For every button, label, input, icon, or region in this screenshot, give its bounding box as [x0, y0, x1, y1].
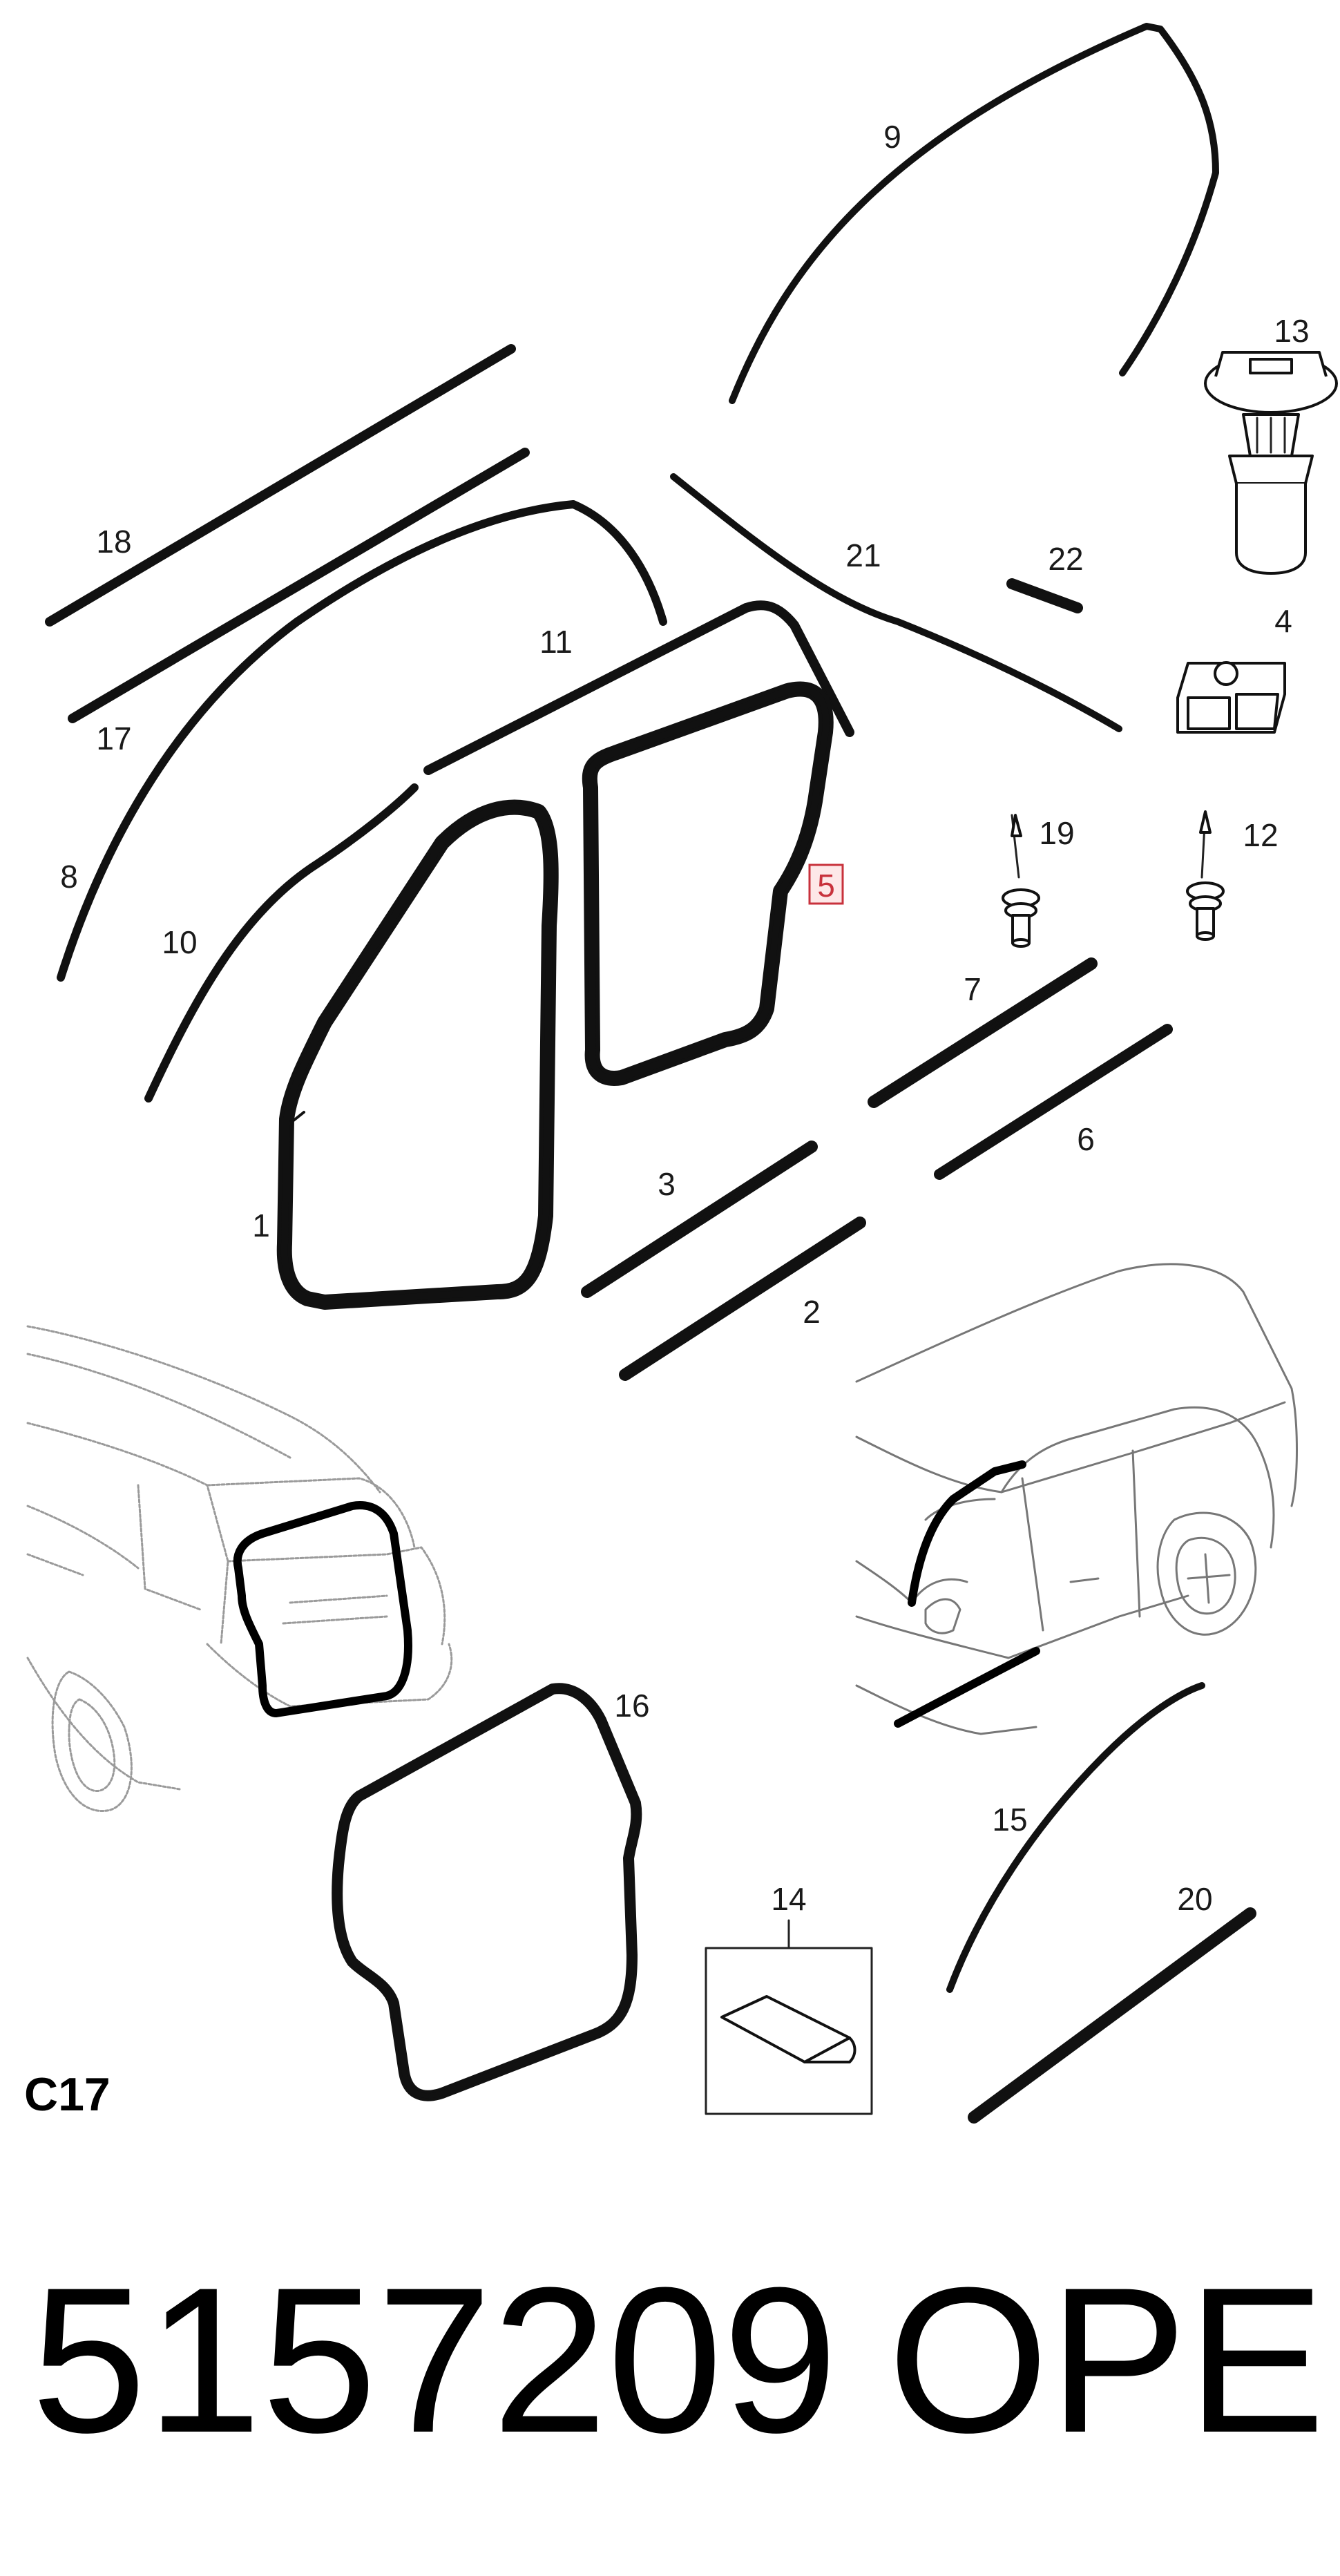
part-11-seal	[423, 600, 854, 775]
part-3-belt-molding	[581, 1141, 818, 1298]
part-17-strip	[68, 448, 530, 723]
callout-8: 8	[60, 859, 78, 895]
part-12-rivet	[1186, 810, 1225, 941]
callout-7: 7	[964, 971, 982, 1007]
part-20-molding	[968, 1907, 1256, 2124]
part-22-clip-strip	[1006, 578, 1083, 613]
callout-1: 1	[252, 1208, 270, 1243]
callout-15: 15	[992, 1802, 1027, 1838]
part-19-rivet	[1002, 814, 1040, 948]
part-16-tailgate-seal	[332, 1683, 642, 2101]
callout-9: 9	[883, 119, 901, 155]
part-6-molding	[934, 1024, 1173, 1180]
part-1-door-seal	[276, 799, 559, 1310]
callout-13: 13	[1274, 313, 1309, 349]
part-2-molding	[619, 1217, 866, 1381]
callout-19: 19	[1039, 815, 1074, 851]
part-4-clip	[1176, 661, 1286, 734]
callout-21: 21	[845, 537, 881, 573]
part-number: 5157209	[31, 2244, 838, 2476]
part-18-strip	[45, 344, 516, 627]
callout-11: 11	[539, 624, 573, 660]
part-5-rear-door-seal	[582, 681, 834, 1086]
part-15-molding	[946, 1682, 1205, 1993]
part-8-molding	[57, 500, 667, 982]
callout-3: 3	[658, 1166, 676, 1202]
callout-18: 18	[96, 524, 131, 560]
part-13-push-clip	[1204, 351, 1338, 575]
callout-10: 10	[162, 924, 197, 960]
part-10-molding	[144, 783, 419, 1103]
car-rear-view-illustration	[26, 1325, 453, 1812]
section-code: C17	[24, 2068, 111, 2121]
callout-14: 14	[771, 1881, 806, 1917]
callout-20: 20	[1177, 1881, 1212, 1917]
callout-5: 5	[817, 868, 835, 904]
part-21-strip	[670, 473, 1122, 732]
part-9-roof-molding	[729, 23, 1219, 404]
callout-22: 22	[1048, 541, 1083, 577]
callout-5-highlight-box	[808, 864, 844, 905]
part-14-adhesive-kit	[705, 1919, 873, 2115]
brand-name: OPEL	[888, 2244, 1340, 2476]
car-front-view-illustration	[855, 1263, 1298, 1735]
callout-12: 12	[1243, 817, 1278, 853]
callout-4: 4	[1274, 603, 1292, 639]
callout-16: 16	[614, 1688, 649, 1724]
callout-17: 17	[96, 721, 131, 756]
part-7-belt-molding	[868, 957, 1098, 1108]
callout-6: 6	[1077, 1121, 1095, 1157]
callout-2: 2	[803, 1294, 821, 1330]
